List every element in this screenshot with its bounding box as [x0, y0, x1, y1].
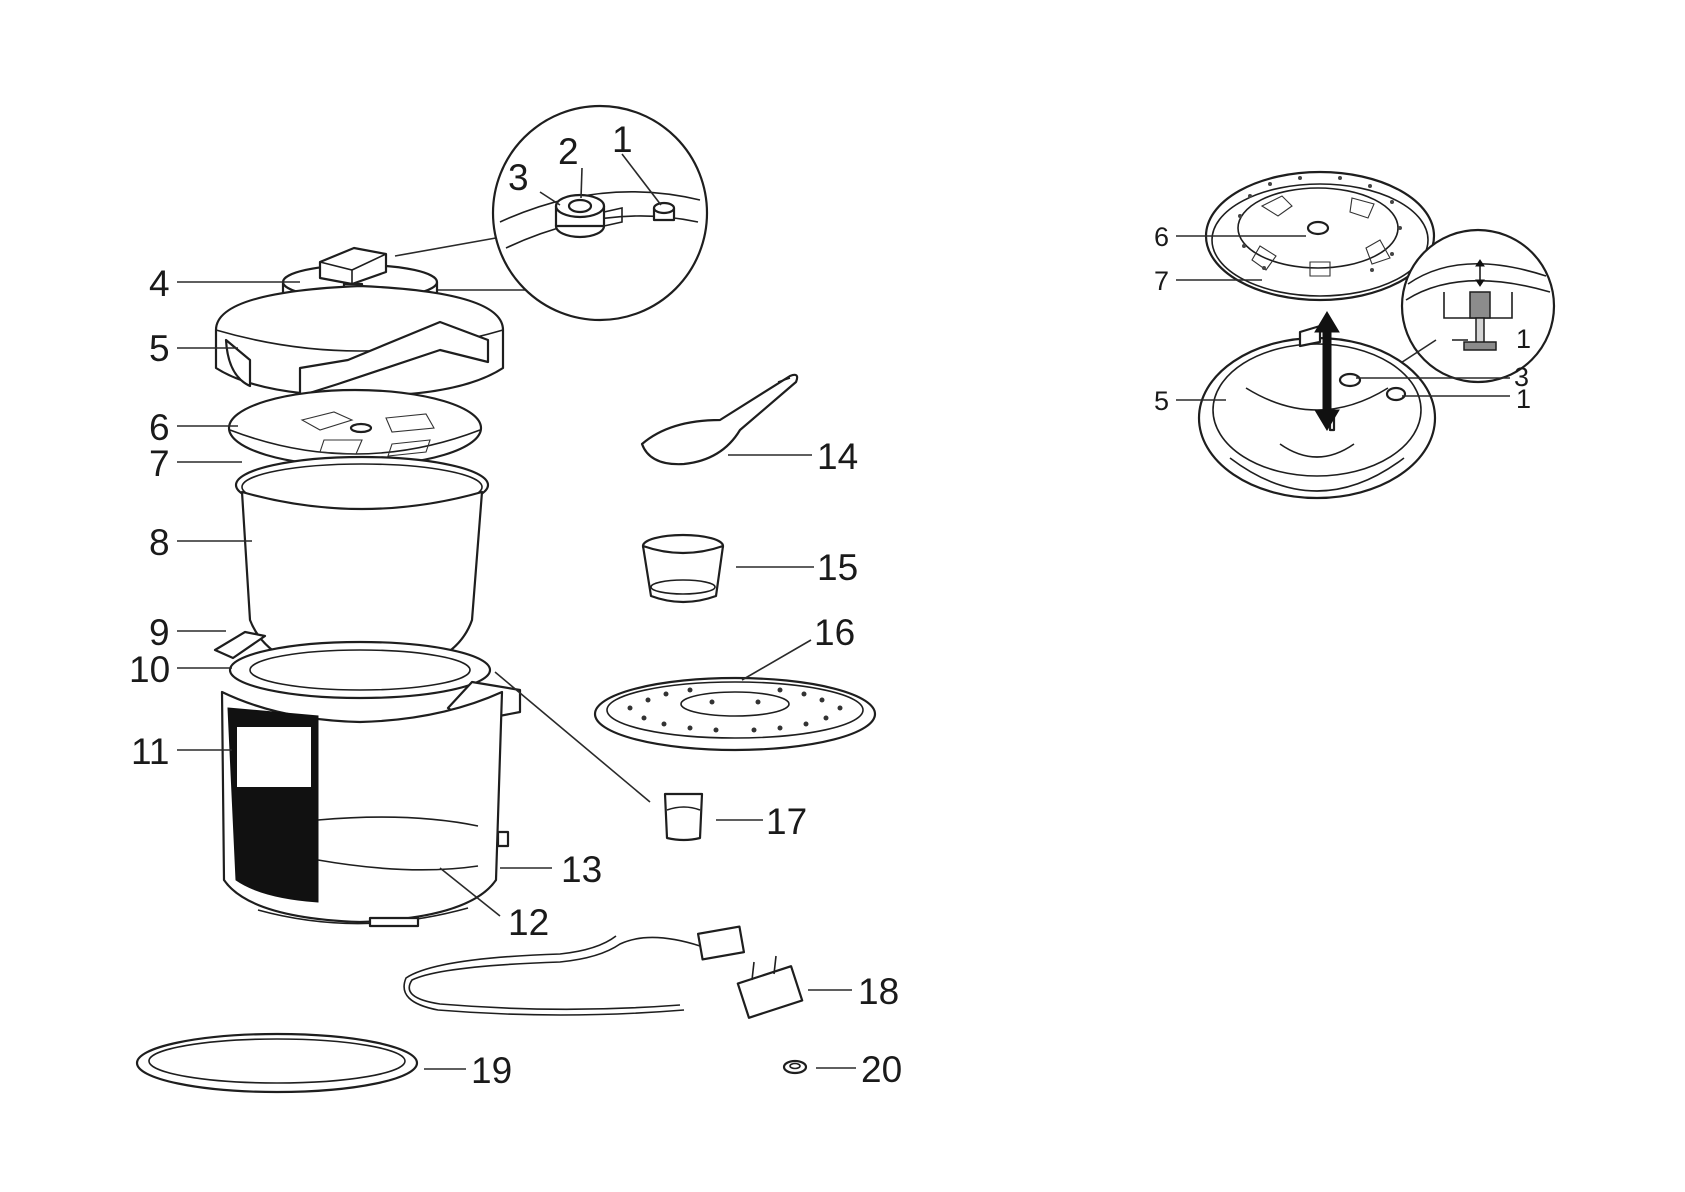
- label-1: 1: [612, 119, 633, 160]
- label-5: 5: [149, 328, 170, 369]
- measuring-cup: [643, 535, 723, 602]
- label-15: 15: [817, 547, 858, 588]
- cooker-exploded-view: [215, 248, 520, 926]
- label-7: 7: [149, 443, 170, 484]
- label-19: 19: [471, 1050, 512, 1091]
- label-11: 11: [131, 731, 169, 772]
- valve-detail-magnifier: [395, 106, 707, 320]
- sealing-ring: [137, 1034, 417, 1092]
- label-6: 6: [149, 407, 170, 448]
- lid-detail-figure: [1199, 172, 1554, 498]
- lid-label-7: 7: [1154, 266, 1169, 296]
- label-17: 17: [766, 801, 807, 842]
- label-4: 4: [149, 263, 170, 304]
- power-cord: [404, 927, 802, 1018]
- rice-spoon: [642, 375, 797, 464]
- label-12: 12: [508, 902, 549, 943]
- label-20: 20: [861, 1049, 902, 1090]
- lid-label-6: 6: [1154, 222, 1169, 252]
- label-13: 13: [561, 849, 602, 890]
- label-16: 16: [814, 612, 855, 653]
- lid-label-5: 5: [1154, 386, 1169, 416]
- label-2: 2: [558, 131, 579, 172]
- steam-rack: [595, 678, 875, 750]
- label-3: 3: [508, 157, 529, 198]
- small-gasket: [784, 1061, 806, 1073]
- lid-label-1-top: 1: [1516, 324, 1531, 354]
- label-10: 10: [129, 649, 170, 690]
- label-14: 14: [817, 436, 858, 477]
- label-18: 18: [858, 971, 899, 1012]
- label-9: 9: [149, 612, 170, 653]
- lid-label-1-bottom: 1: [1516, 384, 1531, 414]
- label-8: 8: [149, 522, 170, 563]
